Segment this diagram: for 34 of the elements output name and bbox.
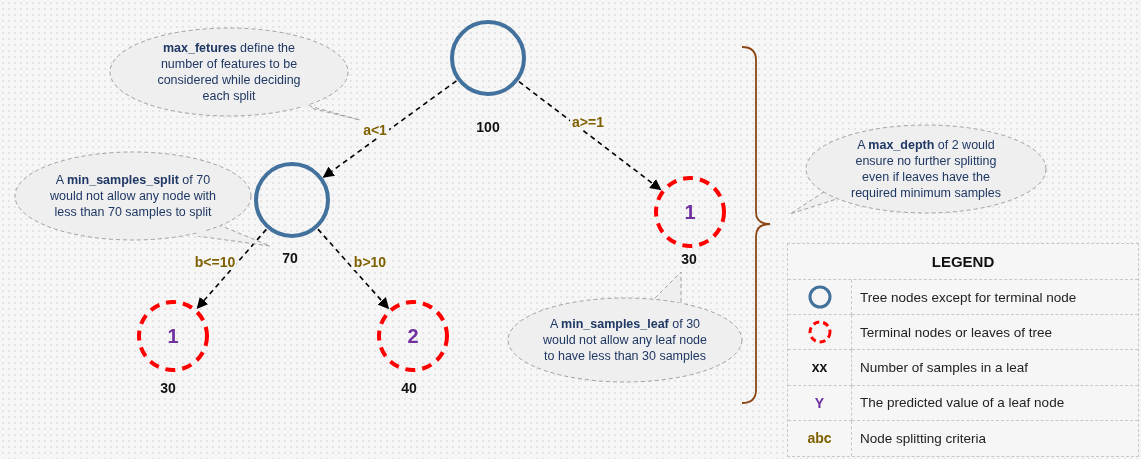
predicted-value: 1 (684, 200, 696, 224)
legend-text: Number of samples in a leaf (860, 360, 1029, 375)
predicted-value: 1 (167, 324, 179, 348)
callout-text: A max_depth of 2 would ensure no further splitting even if leaves have the required minimum samples (849, 136, 1003, 202)
legend-sample: Y (814, 394, 825, 411)
leaf-node-circle (377, 300, 449, 372)
sample-count: 40 (401, 380, 417, 396)
predicted-value: 2 (407, 324, 419, 348)
callout-text: A min_samples_leaf of 30 would not allow any leaf node to have less than 30 samples (542, 315, 708, 365)
edge-label: b>10 (351, 254, 389, 270)
callout-text: A min_samples_split of 70 would not allow any node with less than 70 samples to split (49, 171, 217, 221)
leaf-node-circle (137, 300, 209, 372)
arrow (317, 228, 390, 310)
decision-node-circle (450, 20, 526, 96)
edge-label: a<1 (361, 122, 389, 138)
edge-label: b<=10 (192, 254, 238, 270)
legend-text: Tree nodes except for terminal node (860, 289, 1077, 305)
sample-count: 100 (476, 119, 500, 135)
legend-text: Node splitting criteria (860, 430, 987, 446)
legend-sample: abc (807, 430, 832, 447)
arrow (518, 80, 662, 191)
sample-count: 70 (282, 250, 298, 266)
decision-node-circle (254, 162, 330, 238)
callout-text: max_fetures define the number of features to be considered while deciding each split (156, 39, 302, 105)
sample-count: 30 (160, 380, 176, 396)
leaf-node-circle (654, 176, 726, 248)
arrow (322, 80, 458, 178)
edge-label: a>=1 (570, 114, 606, 130)
arrow (196, 228, 268, 309)
legend-sample: xx (811, 359, 828, 376)
legend-text: Terminal nodes or leaves of tree (860, 324, 1053, 340)
legend-text: The predicted value of a leaf node (860, 395, 1065, 411)
legend-title: LEGEND (931, 253, 995, 270)
sample-count: 30 (681, 251, 697, 267)
